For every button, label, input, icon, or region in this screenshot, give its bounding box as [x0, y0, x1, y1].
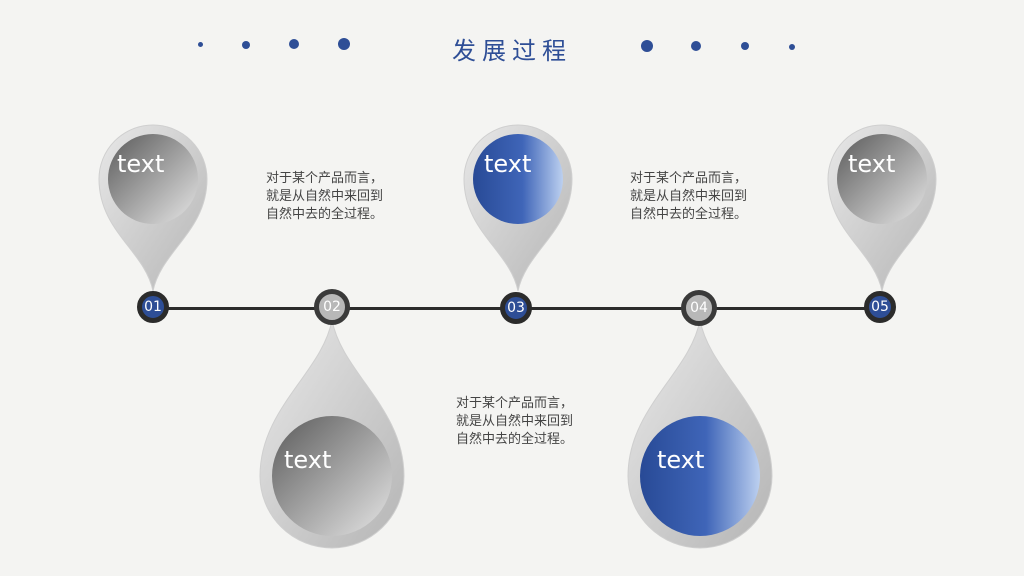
decor-dot [789, 44, 795, 50]
description-1: 对于某个产品而言， 就是从自然中来回到 自然中去的全过程。 [266, 170, 416, 224]
timeline-node-3: 03 [500, 292, 532, 324]
timeline-node-1: 01 [137, 291, 169, 323]
description-3: 对于某个产品而言， 就是从自然中来回到 自然中去的全过程。 [456, 395, 606, 449]
page-title: 发展过程 [452, 37, 572, 65]
pin-marker-1 [98, 124, 208, 292]
pin-label-2: text [284, 446, 332, 474]
description-line: 对于某个产品而言， [456, 396, 574, 411]
description-line: 自然中去的全过程。 [630, 207, 748, 222]
pin-marker-2 [259, 319, 405, 549]
decor-dot [289, 39, 299, 49]
decor-dot [242, 41, 250, 49]
pin-label-3: text [484, 150, 532, 178]
description-line: 自然中去的全过程。 [266, 207, 384, 222]
description-line: 对于某个产品而言， [266, 171, 384, 186]
description-2: 对于某个产品而言， 就是从自然中来回到 自然中去的全过程。 [630, 170, 780, 224]
decor-dot [641, 40, 653, 52]
description-line: 就是从自然中来回到 [630, 189, 748, 204]
decor-dot [338, 38, 350, 50]
description-line: 自然中去的全过程。 [456, 432, 574, 447]
pin-marker-3 [463, 124, 573, 292]
pin-label-4: text [657, 446, 705, 474]
decor-dot [741, 42, 749, 50]
pin-label-1: text [117, 150, 165, 178]
decor-dot [691, 41, 701, 51]
description-line: 就是从自然中来回到 [266, 189, 384, 204]
decor-dot [198, 42, 203, 47]
description-line: 就是从自然中来回到 [456, 414, 574, 429]
pin-label-5: text [848, 150, 896, 178]
timeline-node-2: 02 [314, 289, 350, 325]
pin-marker-4 [627, 319, 773, 549]
timeline-node-4: 04 [681, 290, 717, 326]
description-line: 对于某个产品而言， [630, 171, 748, 186]
pin-marker-5 [827, 124, 937, 292]
timeline-node-5: 05 [864, 291, 896, 323]
